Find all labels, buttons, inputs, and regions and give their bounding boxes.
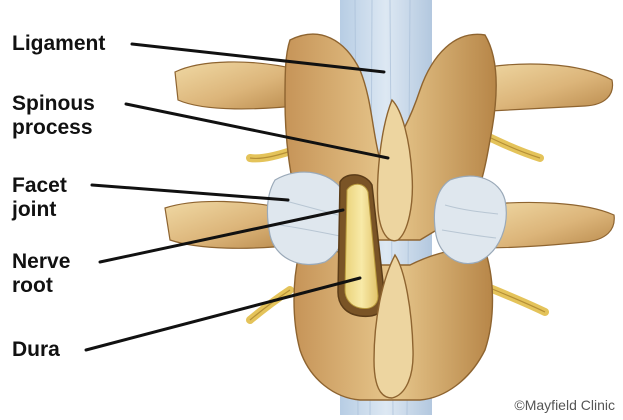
label-nerve-root: Nerve root: [12, 250, 70, 298]
label-spinous-process: Spinous process: [12, 92, 95, 140]
label-ligament: Ligament: [12, 32, 105, 56]
label-dura: Dura: [12, 338, 60, 362]
copyright-credit: ©Mayfield Clinic: [514, 397, 615, 413]
facet-joint-right: [434, 176, 506, 263]
facet-joint-leader-line: [92, 185, 288, 200]
label-facet-joint: Facet joint: [12, 174, 67, 222]
